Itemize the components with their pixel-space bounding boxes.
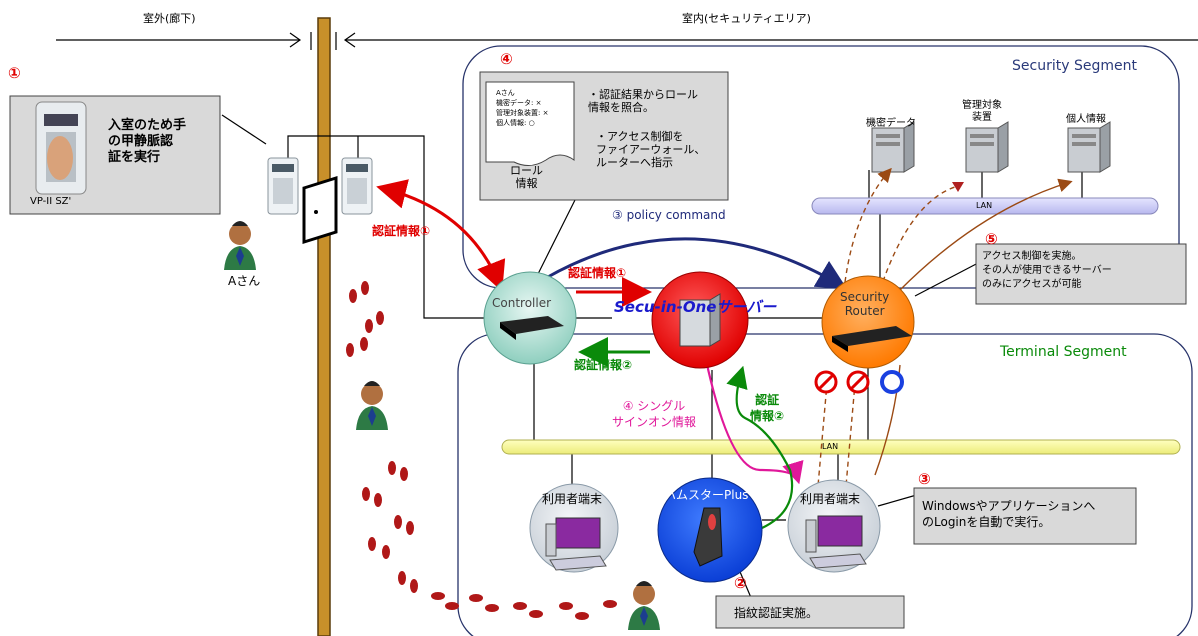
vein-reader-left: [267, 157, 299, 215]
role-doc-caption: ロール 情報: [510, 164, 543, 190]
deny-icon-2: [846, 370, 870, 394]
fingerprint-callout-box: [715, 595, 905, 629]
step1-marker: ①: [8, 64, 21, 82]
secu-in-one-node: [651, 271, 749, 369]
server-managed-label: 管理対象 装置: [962, 100, 1002, 123]
security-router-node: [821, 275, 915, 369]
controller-node: [483, 271, 577, 365]
person-icon-corridor: [356, 381, 388, 430]
policy-command-label: ③ policy command: [612, 208, 726, 222]
outside-label: 室外(廊下): [143, 12, 196, 25]
access-control-callout-box: [975, 243, 1187, 305]
auth1-wall-arrow: [376, 179, 506, 292]
deny-icon-1: [814, 370, 838, 394]
allow-icon: [880, 370, 904, 394]
step3-marker: ③: [918, 470, 931, 488]
role-note-2: ・アクセス制御を ファイアーウォール、 ルーターへ指示: [596, 130, 706, 169]
terminal-lan-label: LAN: [822, 442, 839, 451]
person-icon-bottom: [628, 581, 660, 630]
secu-in-one-label: Secu-in-Oneサーバー: [614, 298, 777, 316]
access-control-callout-text: アクセス制御を実施。 その人が使用できるサーバー のみにアクセスが可能: [982, 251, 1112, 290]
server-personal-label: 個人情報: [1066, 114, 1106, 125]
footprints: [346, 281, 617, 620]
step2-marker: ②: [734, 574, 747, 592]
windows-login-callout-text: Windowsやアプリケーションへ のLoginを自動で実行。: [922, 499, 1096, 529]
wall-pillar: [317, 17, 331, 636]
person-a-icon: [224, 221, 256, 270]
person-a-label: Aさん: [228, 274, 261, 288]
terminal-lan-bar: [501, 439, 1181, 455]
role-note-1: ・認証結果からロール 情報を照合。: [588, 88, 698, 114]
server-personal-icon: [1067, 121, 1111, 173]
auth2-mid-label: 認証情報②: [574, 358, 633, 372]
security-lan-label: LAN: [976, 201, 993, 210]
hamster-plus-node: [657, 477, 763, 583]
header-divider-arrows: [56, 32, 1198, 50]
hamster-plus-label: ハムスターPlus: [664, 488, 749, 502]
policy-command-arrow: [545, 237, 848, 290]
entry-panel-text: 入室のため手 の甲静脈認 証を実行: [108, 118, 187, 165]
controller-label: Controller: [492, 296, 552, 310]
fingerprint-callout-text: 指紋認証実施。: [734, 606, 819, 620]
role-doc-text: Aさん 機密データ: × 管理対象装置: × 個人情報: ○: [496, 89, 549, 127]
auth1-mid-label: 認証情報①: [568, 266, 627, 280]
terminal2-node: [787, 479, 881, 573]
inside-label: 室内(セキュリティエリア): [682, 12, 811, 25]
windows-login-callout-box: [913, 487, 1137, 545]
security-segment-label: Security Segment: [1012, 58, 1137, 74]
auth2-low-label: 認証 情報②: [750, 393, 785, 423]
security-router-label: Security Router: [840, 290, 890, 318]
security-lan-bar: [811, 197, 1159, 215]
server-confidential-label: 機密データ: [866, 118, 916, 129]
role-info-panel: [479, 71, 729, 201]
terminal1-label: 利用者端末: [542, 492, 603, 506]
sso-label: ④ シングル サインオン情報: [612, 399, 697, 429]
vein-reader-right: [341, 157, 373, 215]
server-confidential-icon: [871, 121, 915, 173]
entry-device-card: [9, 95, 221, 215]
server-managed-icon: [965, 121, 1009, 173]
step5-marker: ⑤: [985, 230, 998, 248]
auth1-wall-label: 認証情報①: [372, 224, 431, 238]
auth2-low-arrow: [726, 365, 794, 529]
terminal1-node: [529, 483, 619, 573]
door-icon: [302, 175, 338, 245]
step4-marker: ④: [500, 50, 513, 68]
terminal-segment-label: Terminal Segment: [1000, 344, 1127, 360]
terminal2-label: 利用者端末: [800, 492, 861, 506]
entry-device-label: VP-II SZ': [30, 196, 72, 207]
